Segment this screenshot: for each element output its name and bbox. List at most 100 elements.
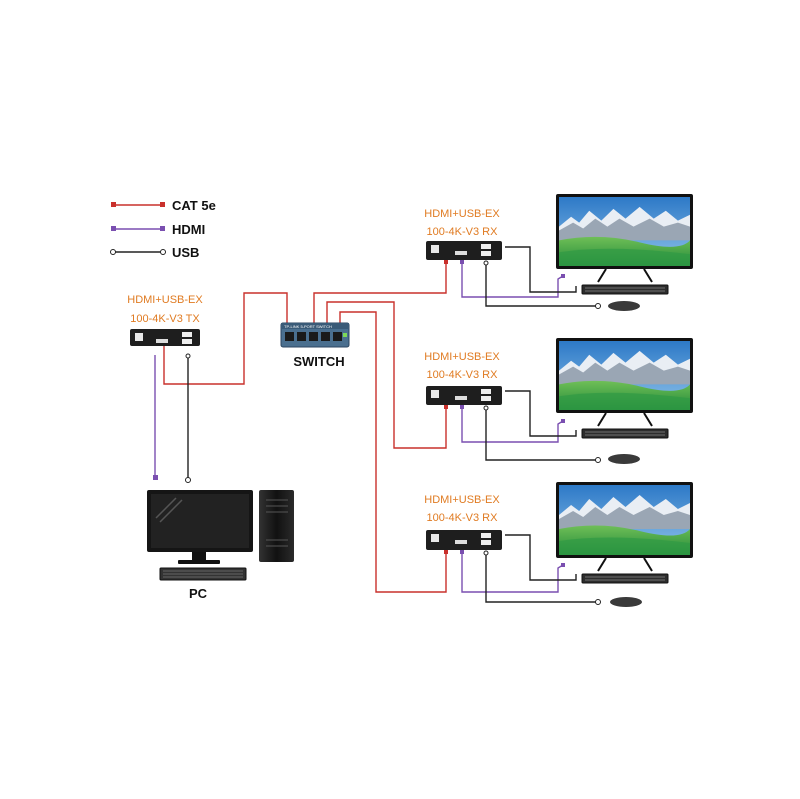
tx-usb-port bbox=[182, 339, 192, 344]
switch-top-panel bbox=[281, 323, 349, 329]
display-station-2 bbox=[556, 338, 693, 464]
rx1-hdmi-port bbox=[455, 251, 467, 255]
rx2-mouse bbox=[608, 454, 640, 464]
tx-hdmi-endcap bbox=[153, 475, 158, 480]
pc-monitor-screen bbox=[151, 494, 249, 548]
cable-rx2-usb-to-keyboard bbox=[505, 390, 577, 437]
rx1-keyboard-keys bbox=[585, 287, 665, 292]
switch-port bbox=[297, 332, 306, 341]
rx2-hdmi-port bbox=[455, 396, 467, 400]
legend-endcap-left bbox=[111, 226, 116, 231]
switch-port bbox=[321, 332, 330, 341]
switch-label: SWITCH bbox=[293, 354, 344, 369]
tx-label-line2: 100-4K-V3 TX bbox=[130, 313, 200, 325]
rx2-monitor-screen bbox=[559, 341, 690, 410]
tx-usb-port bbox=[182, 332, 192, 337]
legend: CAT 5e HDMI USB bbox=[110, 198, 216, 260]
switch-port bbox=[285, 332, 294, 341]
cables bbox=[154, 246, 596, 603]
rx2-power-port bbox=[431, 390, 439, 398]
rx1-label-line2: 100-4K-V3 RX bbox=[427, 226, 499, 238]
rx2-hdmi-connector bbox=[460, 405, 464, 409]
cable-rx1-usb-to-keyboard bbox=[505, 246, 577, 293]
rx2-usb-port bbox=[481, 396, 491, 401]
tx-usb-connector bbox=[185, 353, 191, 359]
pc-keyboard-keys bbox=[163, 570, 243, 578]
switch-led bbox=[343, 333, 347, 337]
rx3-hdmi-port bbox=[455, 540, 467, 544]
rx1-usb-port bbox=[481, 244, 491, 249]
cable-switch-to-rx1 bbox=[313, 264, 447, 324]
rx3-usb-connector bbox=[483, 550, 489, 556]
pc-workstation: PC bbox=[147, 490, 294, 601]
rx2-usb-port bbox=[481, 389, 491, 394]
legend-item-hdmi: HDMI bbox=[111, 222, 205, 237]
cable-rx2-usb-to-mouse bbox=[485, 407, 596, 461]
rx3-mouse bbox=[610, 597, 642, 607]
rx3-label-line2: 100-4K-V3 RX bbox=[427, 512, 499, 524]
rx2-label-line1: HDMI+USB-EX bbox=[424, 351, 500, 363]
rx3-monitor-screen bbox=[559, 485, 690, 555]
rx1-monitor-hdmi-in bbox=[561, 274, 565, 278]
rx1-cat5e-connector bbox=[444, 260, 448, 264]
legend-item-usb: USB bbox=[110, 245, 199, 260]
rx2-keyboard bbox=[581, 428, 669, 439]
receiver-1: HDMI+USB-EX 100-4K-V3 RX bbox=[424, 208, 502, 266]
rx2-monitor-stand bbox=[597, 412, 653, 427]
rx3-mouse-connector bbox=[595, 599, 601, 605]
display-station-3 bbox=[556, 482, 693, 607]
switch-port bbox=[309, 332, 318, 341]
switch-brand-label: TP-LINK 5-PORT SWITCH bbox=[284, 324, 332, 329]
cable-rx3-usb-to-keyboard bbox=[505, 534, 577, 581]
rx3-hdmi-connector bbox=[460, 550, 464, 554]
rx2-usb-connector bbox=[483, 405, 489, 411]
rx3-monitor-hdmi-in bbox=[561, 563, 565, 567]
legend-item-cat5e: CAT 5e bbox=[111, 198, 216, 213]
rx1-monitor-stand bbox=[597, 268, 653, 283]
switch-ports bbox=[285, 332, 342, 341]
legend-endcap-right bbox=[160, 202, 165, 207]
rx1-power-port bbox=[431, 245, 439, 253]
pc-label: PC bbox=[189, 586, 208, 601]
rx2-monitor-hdmi-in bbox=[561, 419, 565, 423]
tx-power-port bbox=[135, 333, 143, 341]
rx3-cat5e-connector bbox=[444, 550, 448, 554]
pc-monitor-neck bbox=[192, 552, 206, 562]
rx2-keyboard-keys bbox=[585, 431, 665, 436]
receiver-2: HDMI+USB-EX 100-4K-V3 RX bbox=[424, 351, 502, 411]
switch-port bbox=[333, 332, 342, 341]
pc-tower bbox=[259, 490, 294, 562]
legend-endcap-left bbox=[111, 202, 116, 207]
cable-rx3-hdmi-to-monitor bbox=[461, 552, 564, 593]
legend-endcap-right bbox=[160, 249, 166, 255]
rx3-monitor-stand bbox=[597, 557, 653, 572]
display-station-1 bbox=[556, 194, 693, 311]
rx1-label-line1: HDMI+USB-EX bbox=[424, 208, 500, 220]
tx-usb-endcap bbox=[185, 477, 191, 483]
rx3-label-line1: HDMI+USB-EX bbox=[424, 494, 500, 506]
legend-endcap-left bbox=[110, 249, 116, 255]
pc-tower-vents bbox=[266, 499, 288, 547]
rx3-keyboard-keys bbox=[585, 576, 665, 581]
tx-label-line1: HDMI+USB-EX bbox=[127, 294, 203, 306]
rx1-mouse bbox=[608, 301, 640, 311]
rx1-keyboard bbox=[581, 284, 669, 295]
rx3-usb-port bbox=[481, 533, 491, 538]
rx1-usb-port bbox=[481, 251, 491, 256]
legend-label-usb: USB bbox=[172, 245, 199, 260]
cable-switch-to-rx2 bbox=[326, 301, 447, 449]
rx2-cat5e-connector bbox=[444, 405, 448, 409]
rx1-monitor-screen bbox=[559, 197, 690, 266]
cable-tx-to-switch bbox=[163, 292, 288, 385]
rx3-keyboard bbox=[581, 573, 669, 584]
rx3-usb-port bbox=[481, 540, 491, 545]
network-switch: TP-LINK 5-PORT SWITCH SWITCH bbox=[280, 322, 350, 369]
transmitter: HDMI+USB-EX 100-4K-V3 TX bbox=[127, 294, 203, 483]
rx1-usb-connector bbox=[483, 260, 489, 266]
pc-screen-glare bbox=[155, 497, 183, 523]
cable-rx1-hdmi-to-monitor bbox=[461, 262, 564, 298]
receiver-3: HDMI+USB-EX 100-4K-V3 RX bbox=[424, 494, 502, 556]
rx2-label-line2: 100-4K-V3 RX bbox=[427, 369, 499, 381]
cable-rx3-usb-to-mouse bbox=[485, 552, 596, 603]
